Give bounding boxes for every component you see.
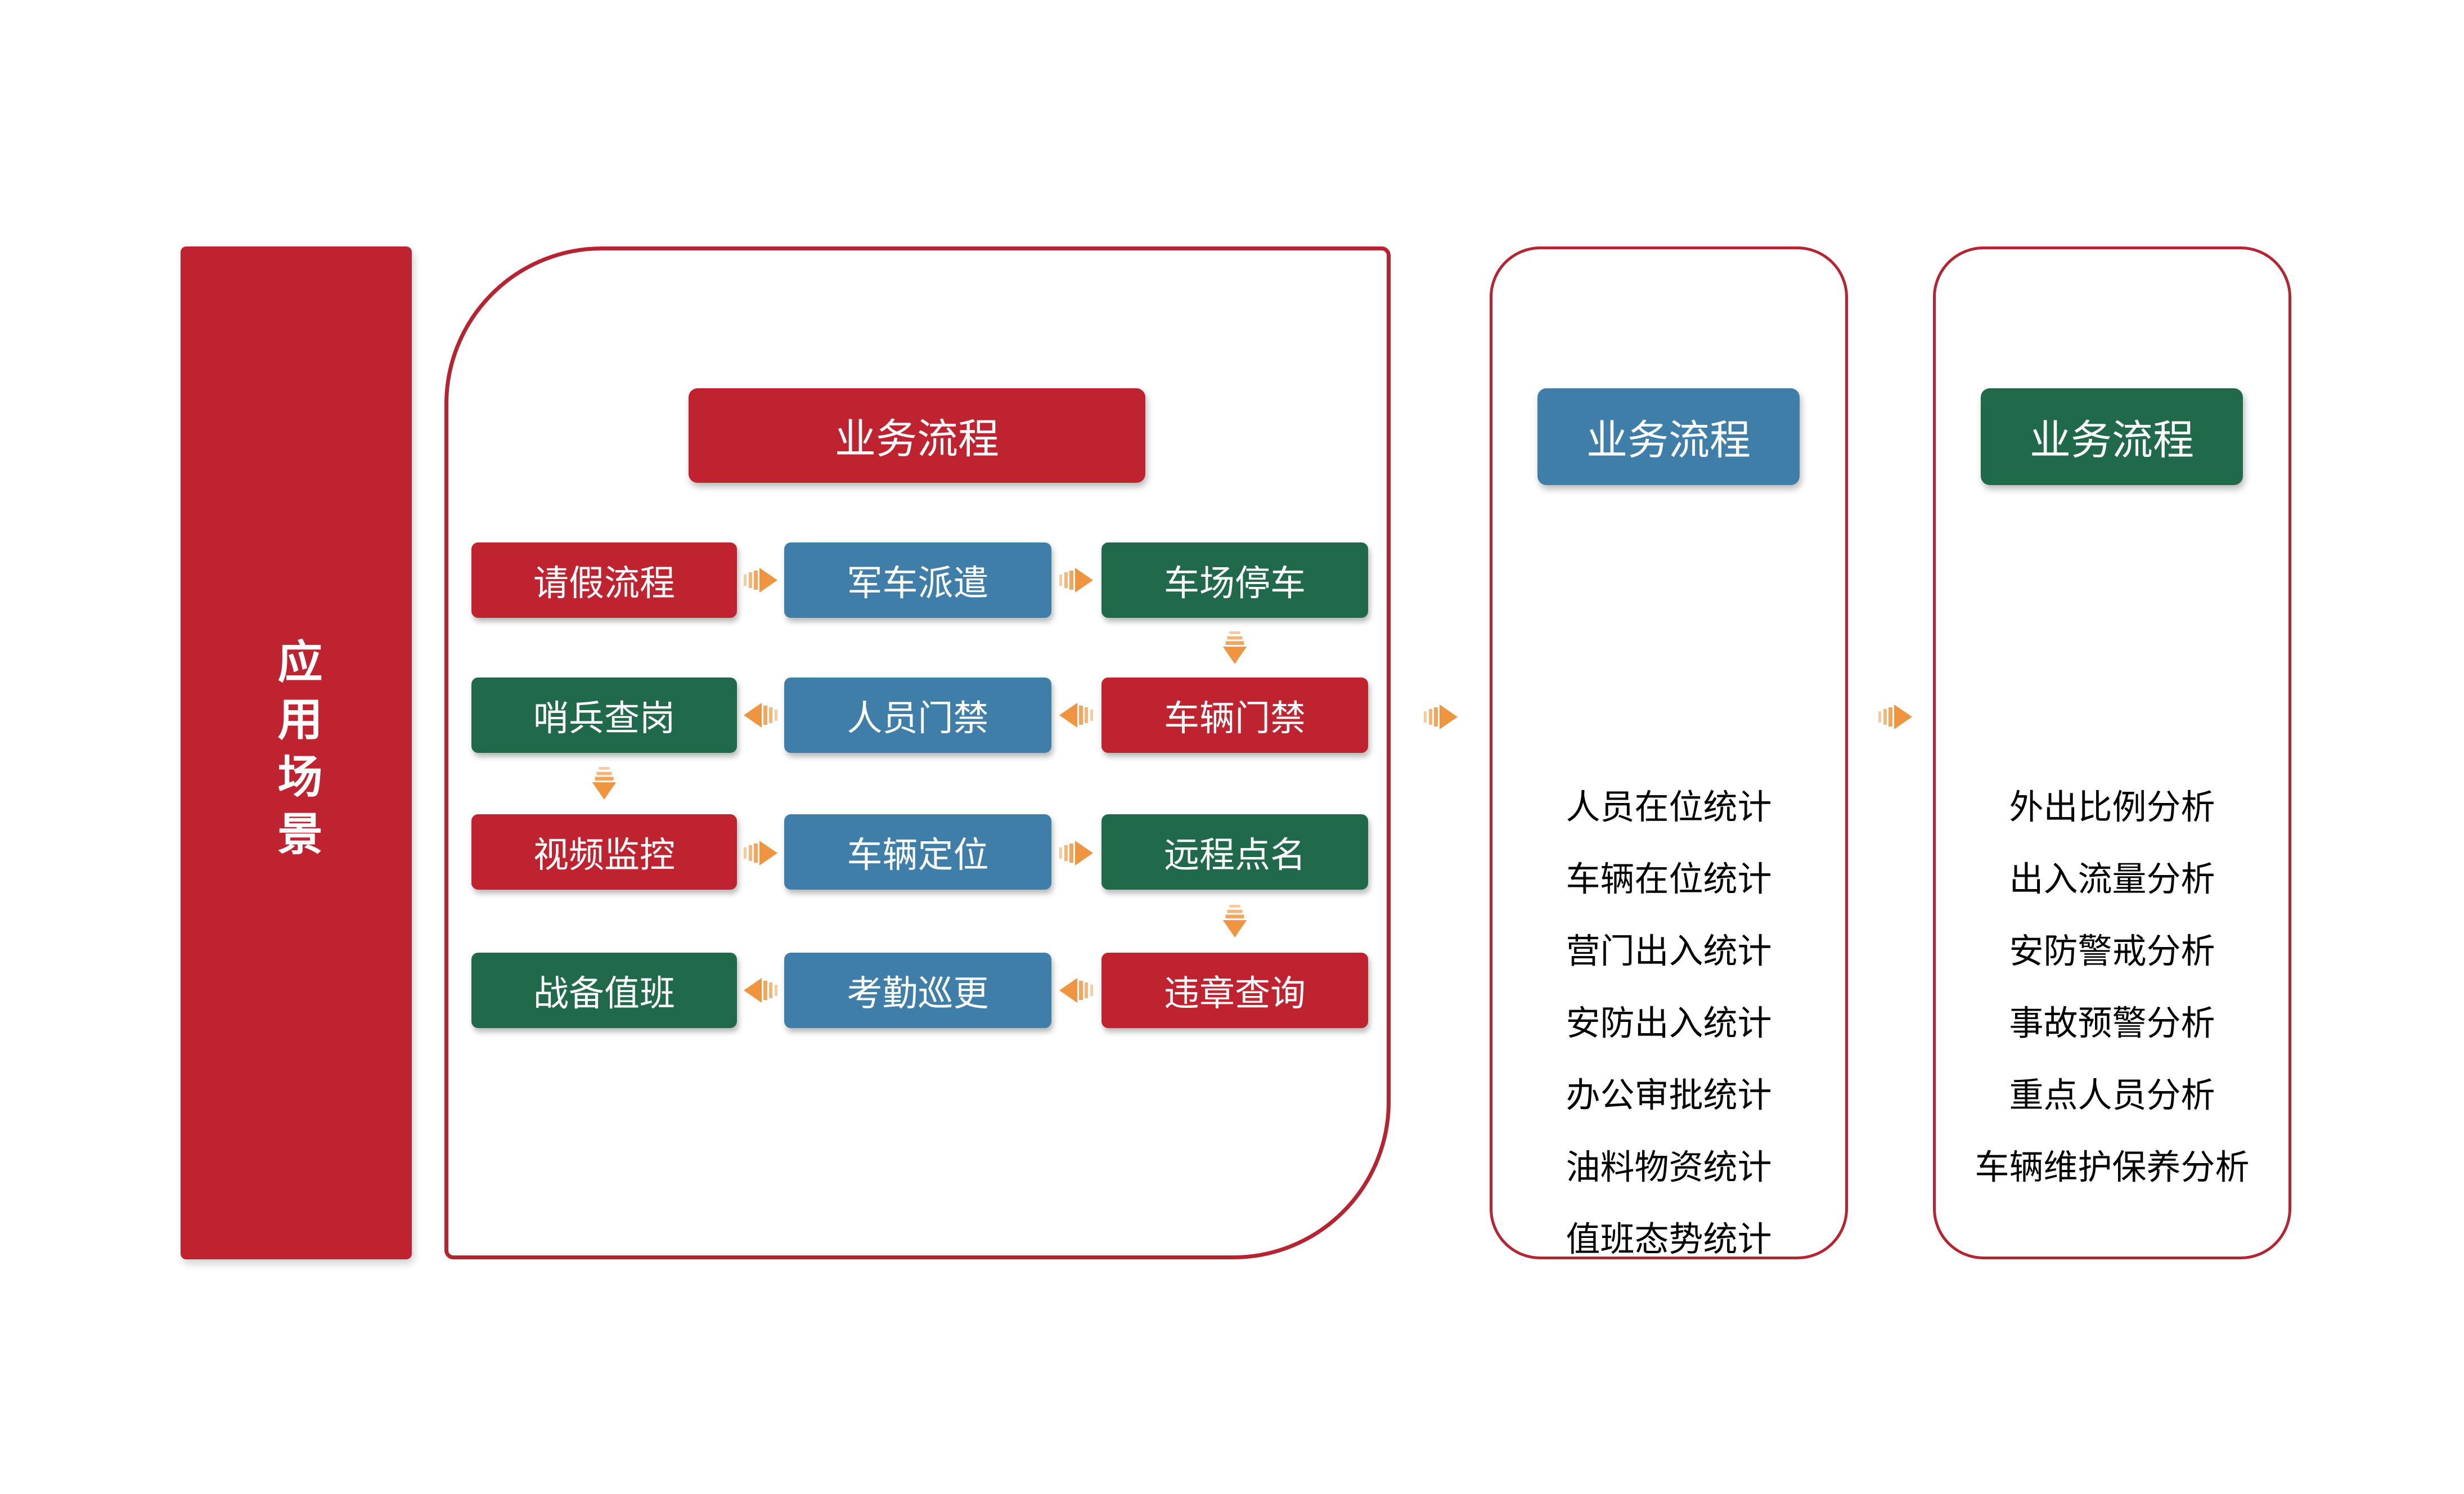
process-box-label: 军车派遣 bbox=[847, 562, 989, 604]
analysis-item: 外出比例分析 bbox=[2009, 787, 2215, 827]
process-box: 军车派遣 bbox=[784, 542, 1051, 618]
arrow-right-icon bbox=[1059, 841, 1093, 865]
process-box: 考勤巡更 bbox=[784, 953, 1051, 1028]
process-panel-header-label: 业务流程 bbox=[835, 415, 999, 463]
arrow-left-icon bbox=[744, 978, 777, 1003]
stat-item: 油料物资统计 bbox=[1566, 1147, 1772, 1187]
analysis-item: 车辆维护保养分析 bbox=[1975, 1147, 2250, 1187]
process-box-label: 人员门禁 bbox=[847, 697, 989, 739]
process-box: 请假流程 bbox=[471, 542, 737, 618]
stat-item: 办公审批统计 bbox=[1566, 1075, 1772, 1115]
arrow-right-icon bbox=[744, 841, 777, 865]
arrow-left-icon bbox=[1059, 703, 1093, 728]
stat-item: 值班态势统计 bbox=[1566, 1219, 1772, 1259]
process-box-label: 车辆门禁 bbox=[1164, 697, 1306, 739]
arrow-down-icon bbox=[1222, 631, 1247, 664]
process-box-label: 违章查询 bbox=[1164, 972, 1306, 1014]
panel-flow-arrow-icon bbox=[1424, 705, 1458, 729]
stat-item: 车辆在位统计 bbox=[1566, 859, 1772, 899]
process-box-label: 考勤巡更 bbox=[847, 972, 989, 1014]
process-box: 违章查询 bbox=[1101, 953, 1368, 1028]
process-box-label: 哨兵查岗 bbox=[533, 697, 675, 739]
analysis-list: 外出比例分析 出入流量分析 安防警戒分析 事故预警分析 重点人员分析 车辆维护保… bbox=[1936, 787, 2288, 1187]
stats-panel-header-label: 业务流程 bbox=[1586, 416, 1751, 464]
analysis-item: 重点人员分析 bbox=[2009, 1075, 2215, 1115]
process-box: 车辆门禁 bbox=[1101, 678, 1368, 753]
process-box-label: 车辆定位 bbox=[847, 834, 989, 876]
arrow-left-icon bbox=[744, 703, 777, 728]
analysis-item: 事故预警分析 bbox=[2009, 1003, 2215, 1043]
application-scenarios-bar: 应用场景 bbox=[181, 246, 412, 1259]
process-box-label: 远程点名 bbox=[1164, 834, 1306, 876]
arrow-left-icon bbox=[1059, 978, 1093, 1003]
process-panel-header: 业务流程 bbox=[689, 388, 1145, 483]
arrow-right-icon bbox=[1059, 568, 1093, 593]
arrow-right-icon bbox=[744, 568, 777, 593]
stat-item: 营门出入统计 bbox=[1566, 931, 1772, 971]
stats-list: 人员在位统计 车辆在位统计 营门出入统计 安防出入统计 办公审批统计 油料物资统… bbox=[1492, 787, 1845, 1259]
arrow-down-icon bbox=[1222, 905, 1247, 937]
process-box-label: 车场停车 bbox=[1164, 562, 1306, 604]
analysis-item: 出入流量分析 bbox=[2009, 859, 2215, 899]
process-box-label: 视频监控 bbox=[533, 834, 675, 876]
process-box: 车辆定位 bbox=[784, 814, 1051, 890]
stat-item: 人员在位统计 bbox=[1566, 787, 1772, 827]
process-box: 哨兵查岗 bbox=[471, 678, 737, 753]
panel-flow-arrow-icon bbox=[1878, 705, 1912, 729]
process-box: 人员门禁 bbox=[784, 678, 1051, 753]
stat-item: 安防出入统计 bbox=[1566, 1003, 1772, 1043]
process-box: 视频监控 bbox=[471, 814, 737, 890]
arrow-down-icon bbox=[592, 767, 617, 800]
process-box-label: 战备值班 bbox=[533, 972, 675, 1014]
analysis-item: 安防警戒分析 bbox=[2009, 931, 2215, 971]
process-box: 战备值班 bbox=[471, 953, 737, 1028]
stats-panel-header: 业务流程 bbox=[1537, 388, 1800, 485]
analysis-panel-header: 业务流程 bbox=[1981, 388, 2243, 485]
process-box: 车场停车 bbox=[1101, 542, 1368, 618]
process-box: 远程点名 bbox=[1101, 814, 1368, 890]
analysis-panel-header-label: 业务流程 bbox=[2030, 416, 2194, 464]
process-box-label: 请假流程 bbox=[533, 562, 675, 604]
application-scenarios-label: 应用场景 bbox=[270, 638, 323, 868]
